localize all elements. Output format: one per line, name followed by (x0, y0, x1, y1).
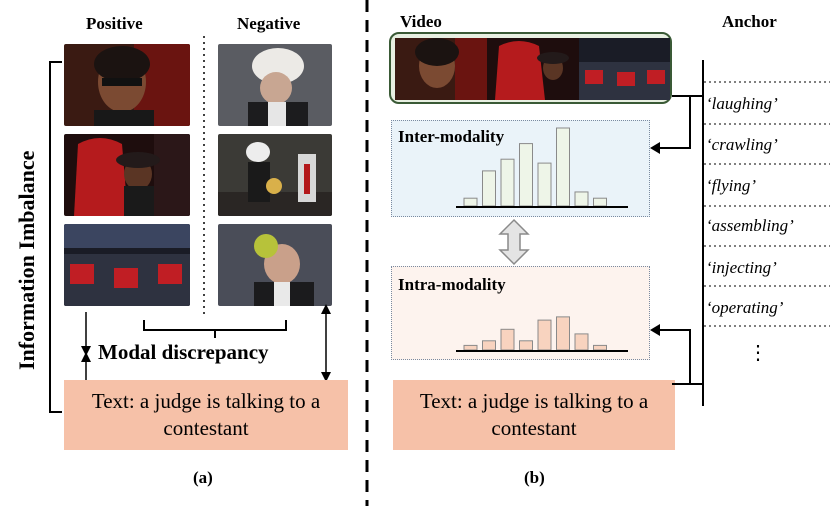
caption-b: (b) (524, 468, 545, 487)
central-divider (365, 0, 369, 506)
intra-histogram-bar-1 (463, 344, 478, 351)
inter-modality-panel: Inter-modality (391, 120, 650, 217)
negative-frame-1 (218, 44, 332, 126)
inter-modality-label: Inter-modality (398, 127, 505, 146)
anchor-word-5: ‘injecting’ (706, 258, 777, 277)
negative-frame-2 (218, 134, 332, 216)
inter-histogram-bar-3 (500, 158, 515, 207)
intra-histogram-bar-8 (593, 344, 607, 351)
inter-histogram-bar-2 (482, 170, 496, 207)
intra-histogram-bar-3 (500, 328, 515, 351)
positive-frame-2 (64, 134, 190, 216)
intra-histogram-bar-5 (537, 319, 552, 351)
intra-histogram-bar-6 (556, 316, 570, 351)
modal-discrepancy-label: Modal discrepancy (98, 340, 269, 364)
negative-frame-3 (218, 224, 332, 306)
inter-histogram-bar-7 (574, 191, 589, 207)
video-header: Video (400, 12, 442, 31)
inter-histogram-bar-5 (537, 162, 552, 207)
inter-histogram-bar-4 (519, 143, 533, 207)
information-imbalance-label: Information Imbalance (14, 150, 39, 370)
inter-histogram-bar-8 (593, 197, 607, 207)
anchor-word-3: ‘flying’ (706, 176, 757, 195)
intra-histogram-bar-7 (574, 333, 589, 351)
inter-histogram-bar-1 (463, 197, 478, 207)
discrepancy-bracket (143, 320, 287, 338)
inter-histogram-bar-6 (556, 127, 570, 207)
video-strip (389, 32, 672, 104)
text-query-a: Text: a judge is talking to a contestant (91, 389, 321, 440)
positive-negative-divider (203, 36, 205, 314)
text-query-box-b: Text: a judge is talking to a contestant (393, 380, 675, 450)
anchor-word-4: ‘assembling’ (706, 216, 794, 235)
intra-modality-label: Intra-modality (398, 275, 506, 294)
positive-frame-1 (64, 44, 190, 126)
intra-histogram (456, 316, 628, 352)
anchor-word-6: ‘operating’ (706, 298, 784, 317)
anchor-word-2: ‘crawling’ (706, 135, 778, 154)
panel-a-arrows (81, 304, 331, 388)
intra-histogram-bar-2 (482, 340, 496, 351)
inter-intra-double-arrow (498, 218, 530, 266)
anchor-column-lines (672, 60, 830, 406)
intra-modality-panel: Intra-modality (391, 266, 650, 360)
anchor-word-1: ‘laughing’ (706, 94, 778, 113)
panel-b-arrows (650, 96, 691, 384)
positive-frame-3 (64, 224, 190, 306)
text-query-box-a: Text: a judge is talking to a contestant (64, 380, 348, 450)
positive-header: Positive (86, 14, 143, 33)
anchor-ellipsis: ⋮ (748, 342, 768, 364)
inter-histogram (456, 127, 628, 208)
negative-header: Negative (237, 14, 301, 33)
caption-a: (a) (193, 468, 213, 487)
intra-histogram-bar-4 (519, 340, 533, 351)
text-query-b: Text: a judge is talking to a contestant (419, 389, 649, 440)
imbalance-bracket (49, 61, 62, 413)
anchor-header: Anchor (722, 12, 777, 31)
